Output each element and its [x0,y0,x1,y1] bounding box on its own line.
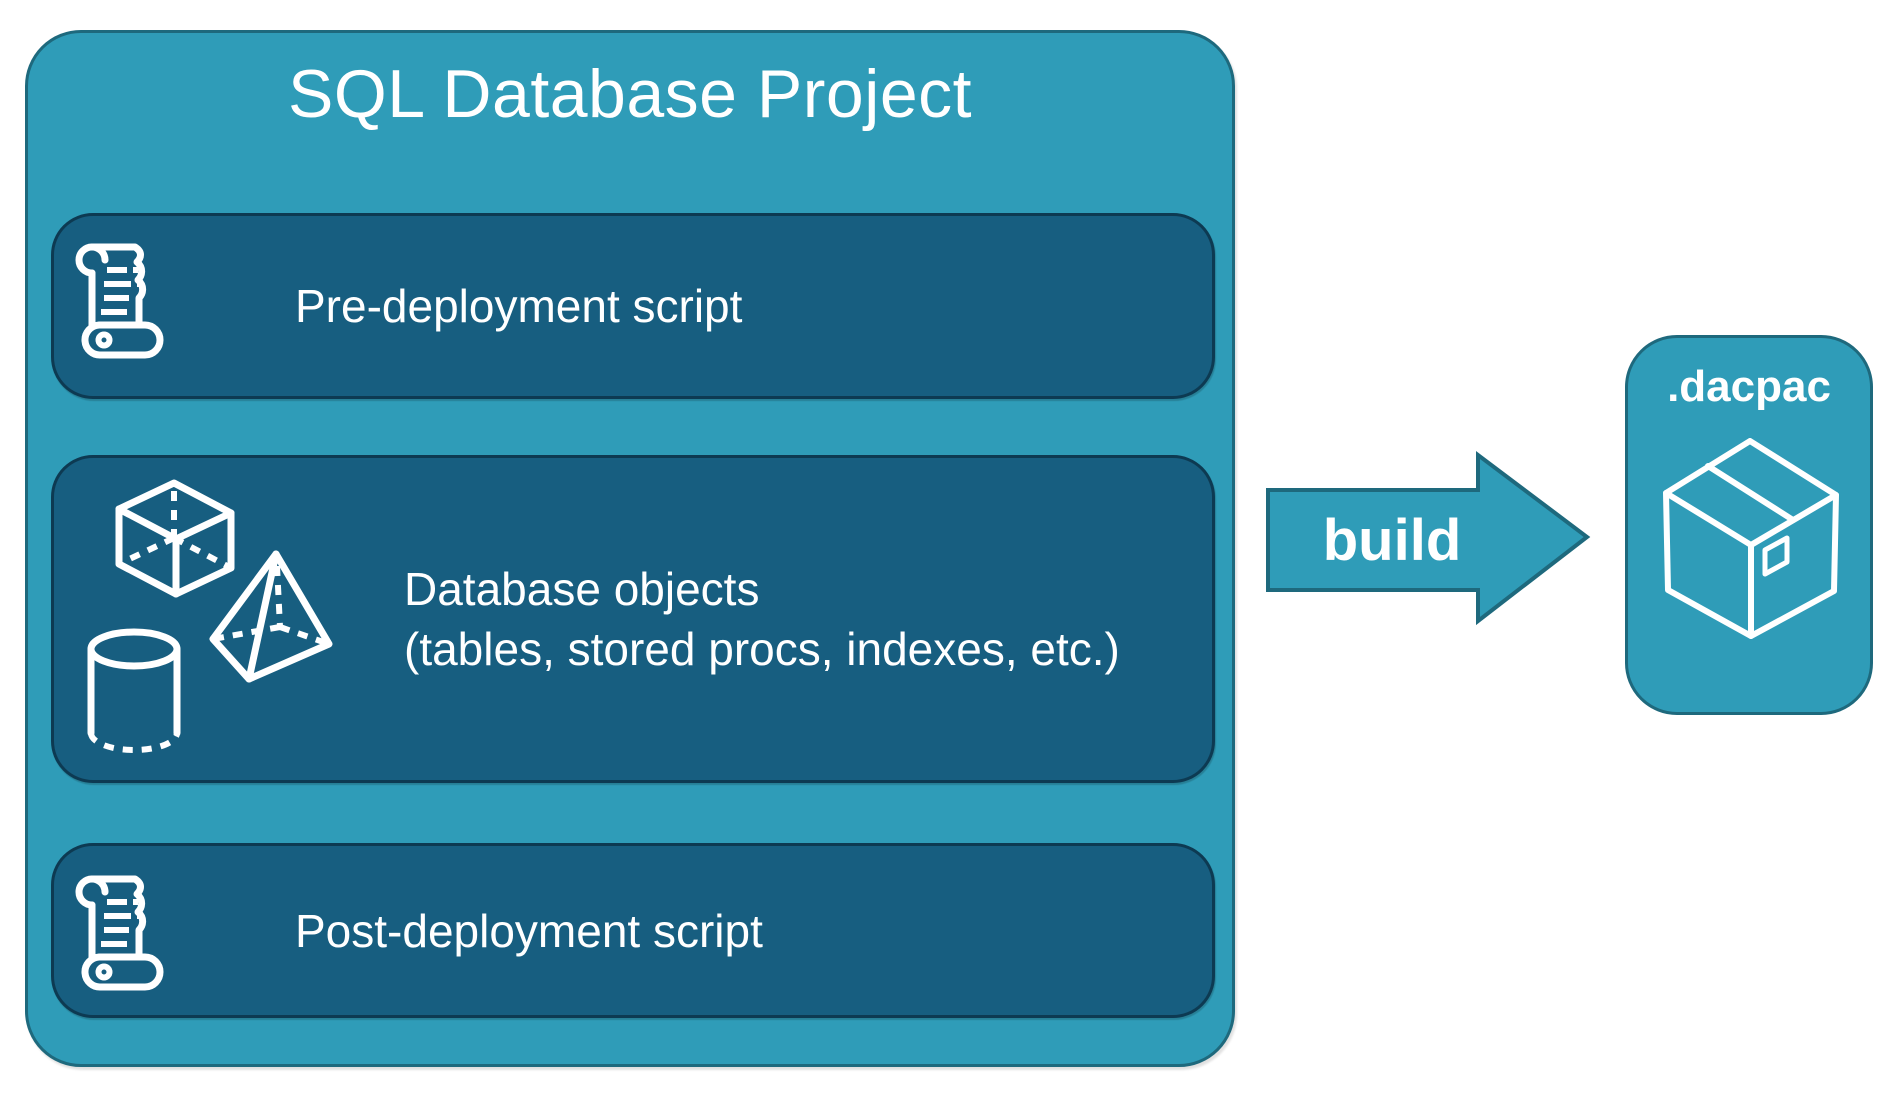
database-objects-line2: (tables, stored procs, indexes, etc.) [404,623,1120,675]
pre-deployment-script-box: Pre-deployment script [51,213,1215,399]
database-objects-line1: Database objects [404,563,760,615]
build-arrow [1266,450,1591,626]
post-deployment-script-box: Post-deployment script [51,843,1215,1018]
scroll-icon [75,243,164,359]
project-title: SQL Database Project [287,56,973,132]
post-deployment-script-label: Post-deployment script [295,904,763,957]
scroll-icon [75,875,164,991]
dacpac-label: .dacpac [1667,362,1831,411]
sql-database-project-box: SQL Database Project Pre-deployment scri… [25,30,1235,1067]
package-icon [1663,438,1839,639]
build-arrow-label: build [1322,507,1462,573]
pre-deployment-script-label: Pre-deployment script [295,280,743,332]
dacpac-box: .dacpac [1625,335,1873,715]
database-objects-box: Database objects (tables, stored procs, … [51,455,1215,783]
database-objects-label: Database objects (tables, stored procs, … [404,559,1120,679]
shapes-3d-icon [87,479,333,753]
